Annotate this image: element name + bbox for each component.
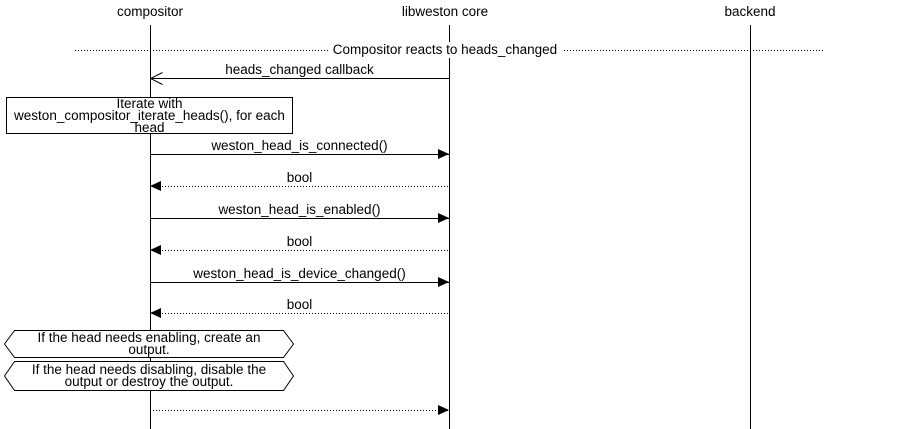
filled-arrowhead-left-icon	[150, 245, 161, 255]
lifeline-libweston-core	[449, 25, 450, 429]
message-label-heads-changed-callback: heads_changed callback	[225, 62, 374, 77]
filled-arrowhead-right-icon	[438, 149, 449, 159]
filled-arrowhead-right-icon	[438, 405, 449, 415]
condition-note-enabling: If the head needs enabling, create an ou…	[4, 330, 294, 358]
message-line-head-is-connected	[150, 154, 449, 155]
condition-text-disabling: If the head needs disabling, disable the…	[31, 361, 267, 389]
message-label-head-is-connected: weston_head_is_connected()	[211, 138, 388, 153]
condition-note-disabling: If the head needs disabling, disable the…	[4, 361, 294, 391]
message-line-bool-1	[150, 186, 449, 187]
message-line-bool-3	[150, 313, 449, 314]
condition-hexagon-shape	[4, 330, 294, 358]
filled-arrowhead-left-icon	[150, 308, 161, 318]
note-box: Iterate with weston_compositor_iterate_h…	[6, 95, 293, 135]
condition-hexagon-shape	[4, 361, 294, 391]
participant-label-libweston-core: libweston core	[401, 4, 489, 19]
message-line-bool-2	[150, 250, 449, 251]
divider-label: Compositor reacts to heads_changed	[328, 42, 562, 58]
message-line-final	[150, 410, 449, 411]
participant-label-compositor: compositor	[116, 4, 184, 19]
message-line-head-is-device-changed	[150, 282, 449, 283]
note-text: Iterate with weston_compositor_iterate_h…	[14, 95, 285, 135]
filled-arrowhead-right-icon	[438, 277, 449, 287]
message-label-head-is-device-changed: weston_head_is_device_changed()	[193, 266, 406, 281]
message-label-bool-1: bool	[286, 170, 313, 185]
filled-arrowhead-right-icon	[438, 213, 449, 223]
condition-text-enabling: If the head needs enabling, create an ou…	[37, 329, 261, 357]
message-label-head-is-enabled: weston_head_is_enabled()	[218, 202, 381, 217]
lifeline-backend	[750, 25, 751, 429]
message-label-bool-2: bool	[286, 234, 313, 249]
message-label-bool-3: bool	[286, 297, 313, 312]
lifeline-compositor	[150, 25, 151, 429]
open-arrowhead-left-icon	[150, 72, 163, 85]
message-line-heads-changed-callback	[150, 78, 449, 79]
filled-arrowhead-left-icon	[150, 181, 161, 191]
participant-label-backend: backend	[724, 4, 776, 19]
message-line-head-is-enabled	[150, 218, 449, 219]
